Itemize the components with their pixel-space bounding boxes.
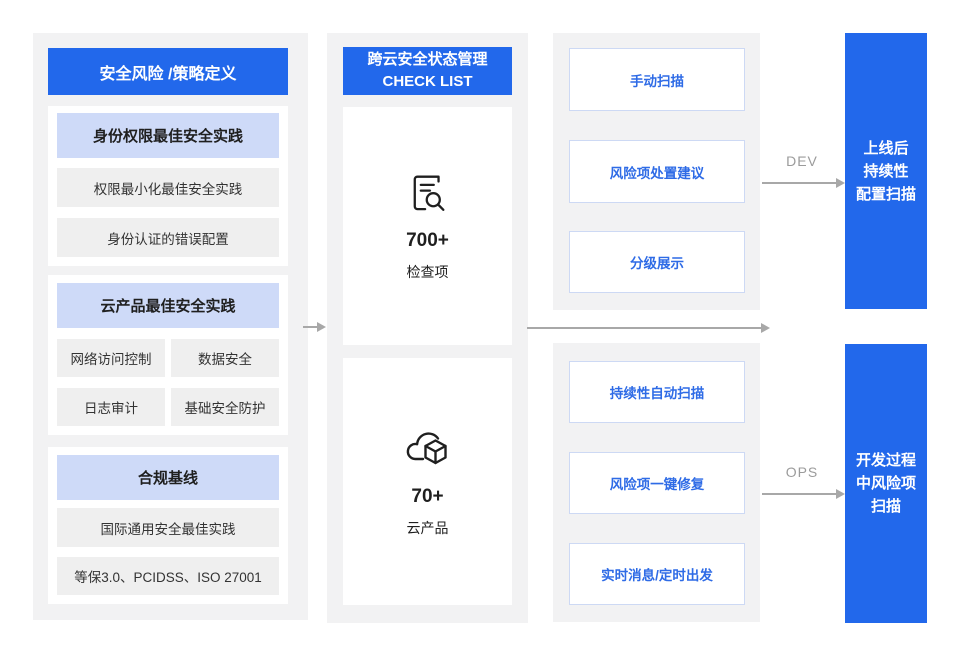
- dev-arrow-head: [836, 178, 845, 188]
- item-international-best-practice: 国际通用安全最佳实践: [57, 508, 279, 547]
- checklist-title-line1: 跨云安全状态管理: [367, 51, 488, 68]
- cloud-product-icon: [402, 426, 454, 472]
- dev-process-scan-result-box: 开发过程 中风险项 扫描: [845, 344, 927, 623]
- post-launch-scan-line3: 配置扫描: [855, 185, 916, 203]
- dev-arrow-line: [762, 182, 837, 184]
- ops-features-panel: 持续性自动扫描 风险项一键修复 实时消息/定时出发: [553, 343, 760, 622]
- ops-flow-label: OPS: [785, 464, 819, 480]
- item-compliance-standards: 等保3.0、PCIDSS、ISO 27001: [57, 557, 279, 595]
- feature-graded-display: 分级展示: [569, 231, 745, 293]
- checklist-title-line2: CHECK LIST: [382, 73, 473, 90]
- compliance-group-card: 合规基线 国际通用安全最佳实践 等保3.0、PCIDSS、ISO 27001: [48, 447, 288, 604]
- dev-process-scan-line2: 中风险项: [855, 475, 916, 492]
- arrow-left-to-middle-line: [303, 326, 318, 328]
- identity-group-header: 身份权限最佳安全实践: [57, 113, 279, 158]
- cloud-products-label: 云产品: [406, 519, 449, 536]
- dev-features-panel: 手动扫描 风险项处置建议 分级展示: [553, 33, 760, 310]
- feature-manual-scan: 手动扫描: [569, 48, 745, 111]
- security-policy-panel: 安全风险 /策略定义 身份权限最佳安全实践 权限最小化最佳安全实践 身份认证的错…: [33, 33, 308, 620]
- check-items-count: 700+: [406, 230, 449, 251]
- cloud-products-count: 70+: [411, 485, 444, 507]
- post-launch-scan-result-box: 上线后 持续性 配置扫描: [845, 33, 927, 309]
- checklist-panel-title: 跨云安全状态管理 CHECK LIST: [343, 47, 512, 95]
- feature-one-click-fix: 风险项一键修复: [569, 452, 745, 514]
- feature-risk-handling-advice: 风险项处置建议: [569, 140, 745, 203]
- arrow-middle-to-right-line: [527, 327, 762, 329]
- item-basic-security-protection: 基础安全防护: [171, 388, 279, 426]
- ops-arrow-line: [762, 493, 837, 495]
- post-launch-scan-line1: 上线后: [863, 139, 909, 157]
- post-launch-scan-line2: 持续性: [863, 162, 909, 180]
- dev-process-scan-line1: 开发过程: [855, 452, 916, 469]
- dev-process-scan-line3: 扫描: [870, 498, 901, 515]
- check-items-label: 检查项: [406, 264, 449, 280]
- arrow-middle-to-right-head: [761, 323, 770, 333]
- item-data-security: 数据安全: [171, 339, 279, 377]
- security-policy-panel-title: 安全风险 /策略定义: [48, 48, 288, 95]
- item-network-access-control: 网络访问控制: [57, 339, 165, 377]
- dev-flow-label: DEV: [786, 153, 818, 169]
- check-items-stat-box: 700+ 检查项: [343, 107, 512, 345]
- identity-item-least-privilege: 权限最小化最佳安全实践: [57, 168, 279, 207]
- cloud-products-stat-box: 70+ 云产品: [343, 358, 512, 605]
- cloud-product-group-header: 云产品最佳安全实践: [57, 283, 279, 328]
- checklist-panel: 跨云安全状态管理 CHECK LIST 700+ 检查项: [327, 33, 528, 623]
- arrow-left-to-middle-head: [317, 322, 326, 332]
- feature-continuous-auto-scan: 持续性自动扫描: [569, 361, 745, 423]
- identity-item-auth-misconfig: 身份认证的错误配置: [57, 218, 279, 257]
- item-log-audit: 日志审计: [57, 388, 165, 426]
- identity-group-card: 身份权限最佳安全实践 权限最小化最佳安全实践 身份认证的错误配置: [48, 106, 288, 266]
- compliance-group-header: 合规基线: [57, 455, 279, 500]
- document-search-icon: [405, 170, 451, 216]
- ops-arrow-head: [836, 489, 845, 499]
- feature-realtime-message: 实时消息/定时出发: [569, 543, 745, 605]
- cloud-product-group-card: 云产品最佳安全实践 网络访问控制 数据安全 日志审计 基础安全防护: [48, 275, 288, 435]
